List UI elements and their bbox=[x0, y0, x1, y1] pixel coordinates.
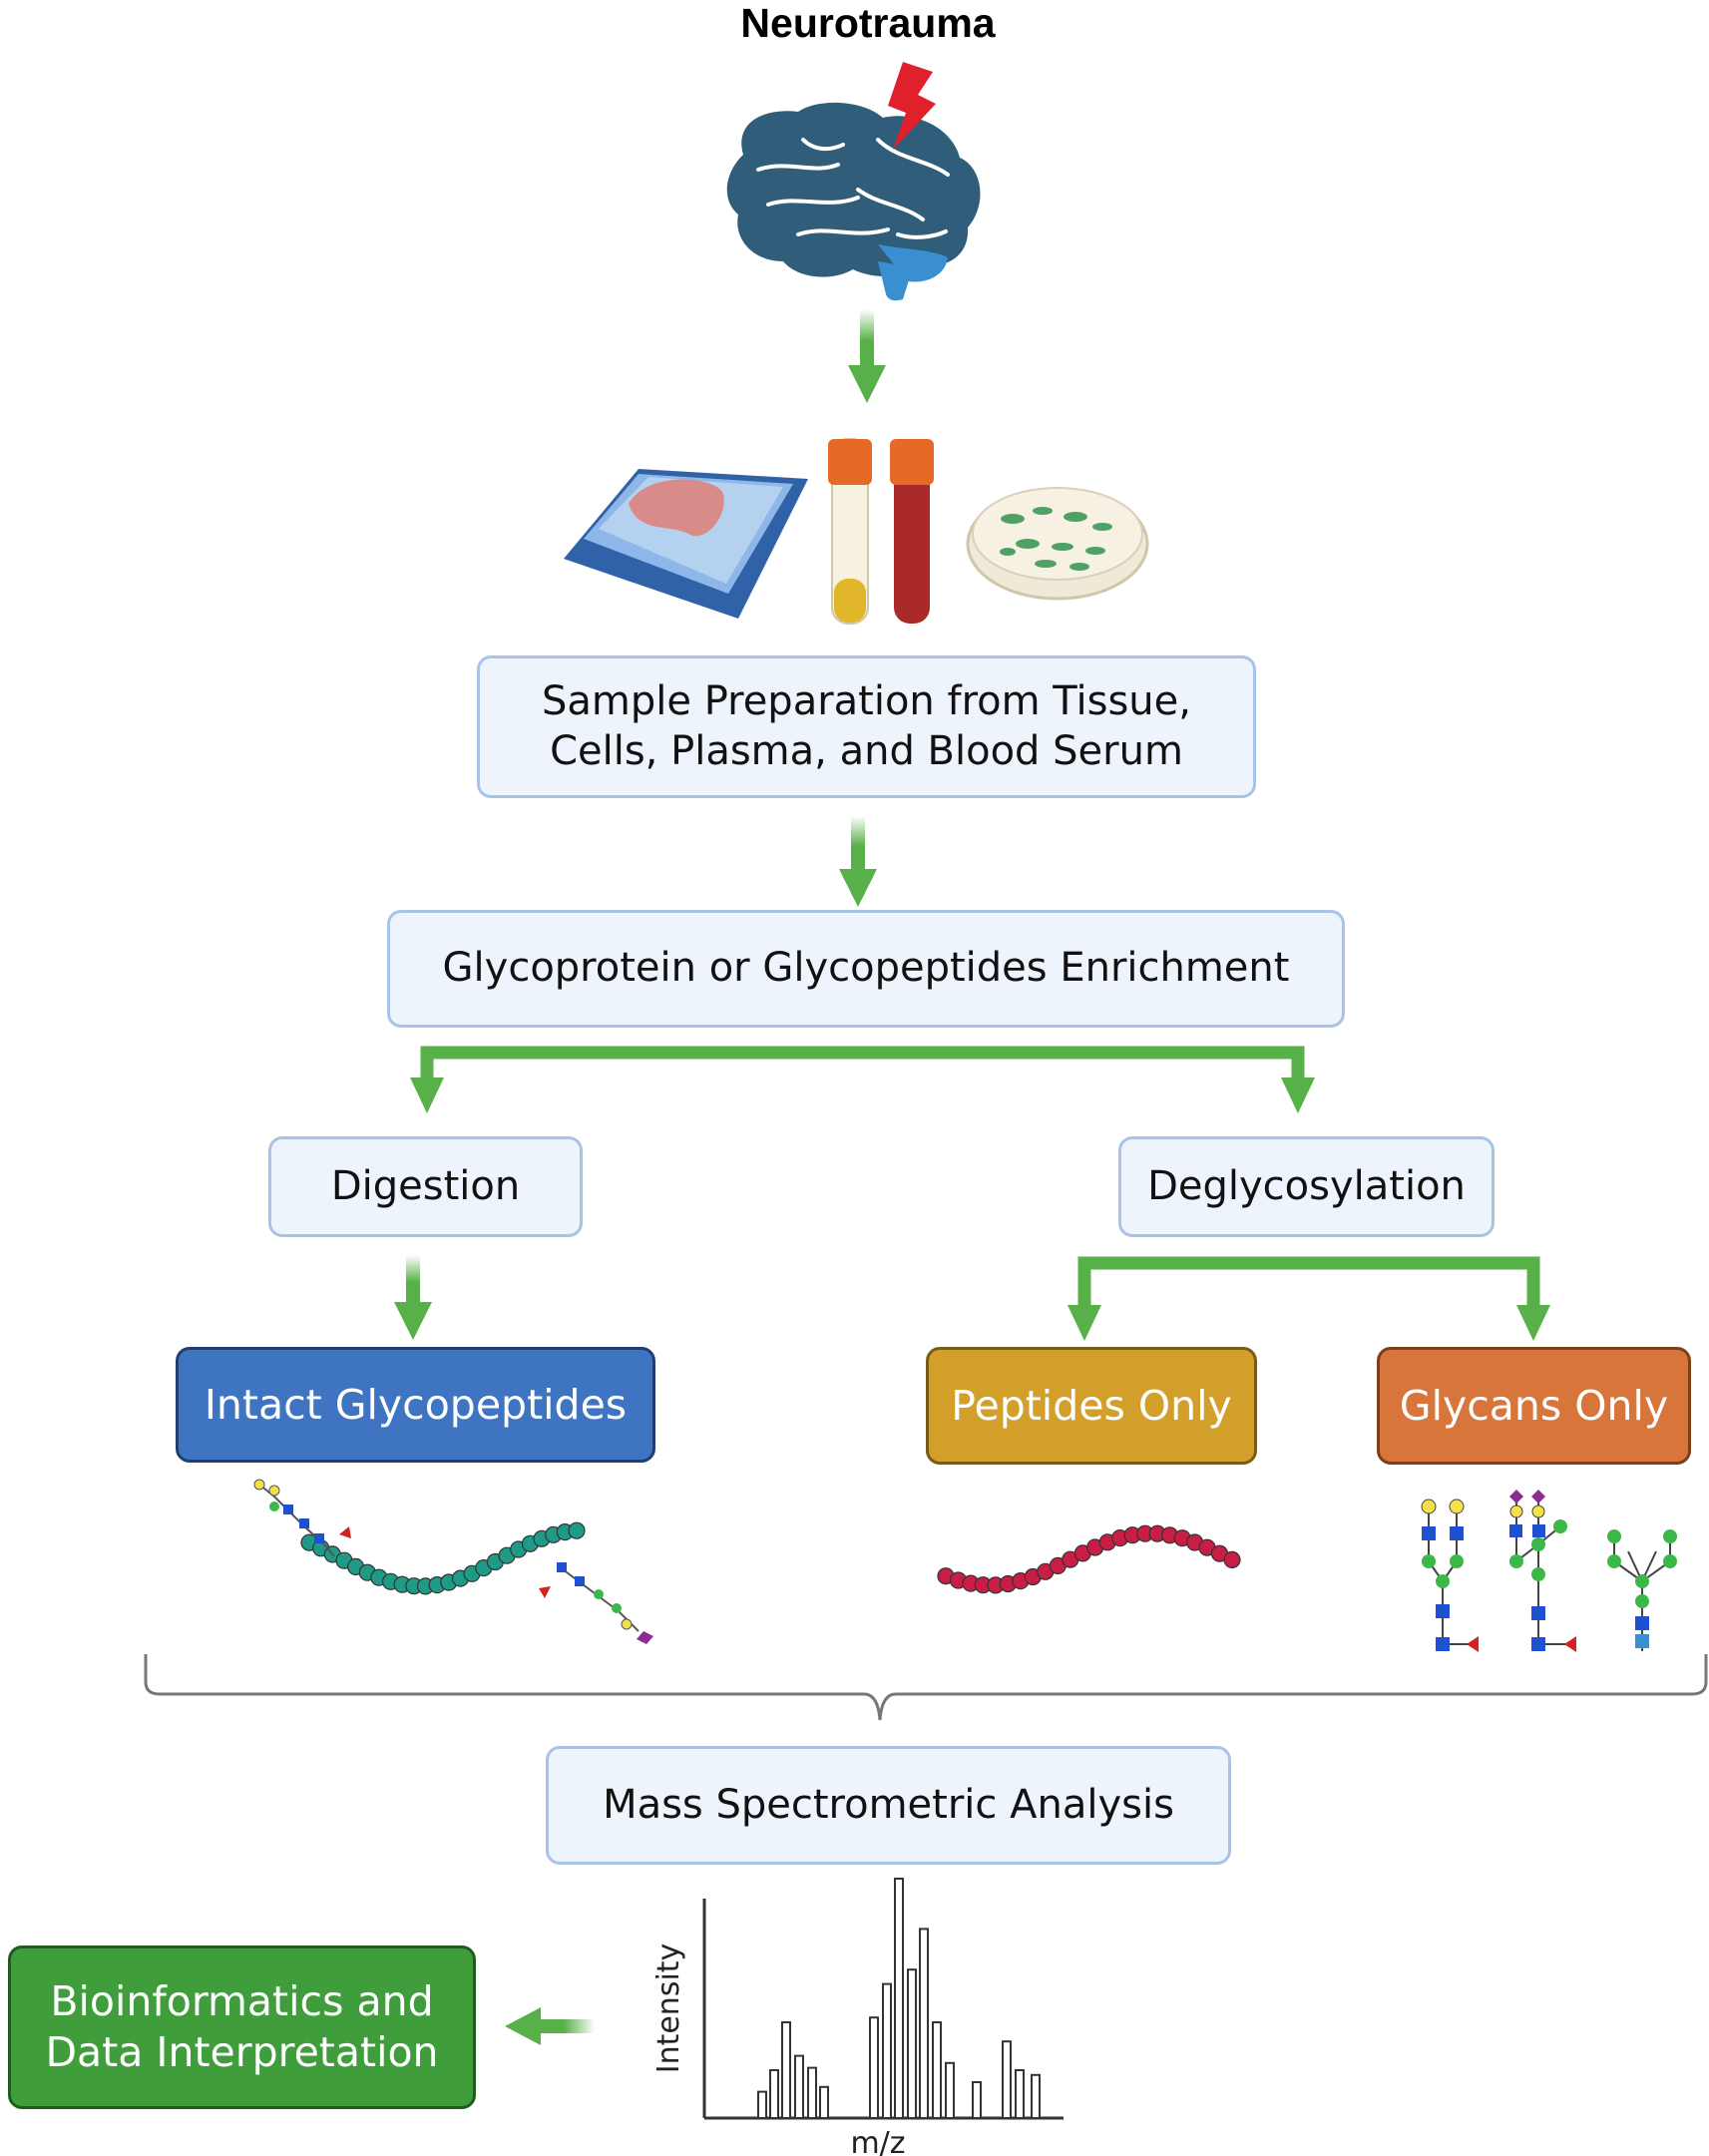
spectrum-peak bbox=[869, 2016, 879, 2119]
sample-preparation-label: Sample Preparation from Tissue, Cells, P… bbox=[542, 677, 1191, 774]
lightning-icon bbox=[888, 62, 936, 150]
spectrum-peak bbox=[819, 2085, 829, 2120]
sample-preparation-box: Sample Preparation from Tissue, Cells, P… bbox=[477, 655, 1256, 798]
spectrum-ylabel: Intensity bbox=[651, 1943, 686, 2074]
spectrum-peak bbox=[894, 1878, 904, 2119]
spectrum-peak bbox=[781, 2021, 791, 2119]
mass-spectrum: Intensity m/z bbox=[651, 1878, 1064, 2156]
glycan-structures-icon bbox=[1421, 1490, 1677, 1652]
digestion-box: Digestion bbox=[268, 1136, 583, 1237]
bioinformatics-box: Bioinformatics and Data Interpretation bbox=[8, 1945, 476, 2109]
grouping-brace bbox=[144, 1654, 1708, 1721]
diagram-title: Neurotrauma bbox=[740, 0, 996, 46]
arrow-prep-to-enrichment bbox=[839, 816, 877, 907]
deglycosylation-label: Deglycosylation bbox=[1147, 1162, 1466, 1209]
glycans-only-label: Glycans Only bbox=[1399, 1381, 1669, 1430]
amino-acid-bead bbox=[1223, 1550, 1241, 1569]
blood-tube-icon bbox=[890, 439, 934, 624]
spectrum-peak bbox=[769, 2069, 779, 2119]
peptides-only-label: Peptides Only bbox=[951, 1381, 1232, 1430]
peptide-chain-icon bbox=[937, 1524, 1241, 1594]
cell-culture-dish-icon bbox=[966, 487, 1149, 601]
bioinformatics-label: Bioinformatics and Data Interpretation bbox=[45, 1977, 439, 2076]
branch-connector-enrichment bbox=[410, 1046, 1315, 1113]
arrow-brain-to-samples bbox=[848, 309, 886, 403]
spectrum-peak bbox=[794, 2054, 804, 2120]
intact-glycopeptides-label: Intact Glycopeptides bbox=[204, 1380, 628, 1429]
spectrum-peak bbox=[807, 2066, 817, 2120]
enrichment-box: Glycoprotein or Glycopeptides Enrichment bbox=[387, 910, 1345, 1028]
spectrum-peak bbox=[907, 1968, 917, 2119]
arrow-digestion-to-intact bbox=[394, 1255, 432, 1340]
peptides-only-box: Peptides Only bbox=[926, 1347, 1257, 1465]
spectrum-peak bbox=[945, 2061, 955, 2120]
spectrum-xlabel: m/z bbox=[850, 2126, 905, 2156]
brain-icon bbox=[726, 102, 981, 301]
mass-spectrometry-box: Mass Spectrometric Analysis bbox=[546, 1746, 1231, 1865]
branch-connector-deglycosylation bbox=[1068, 1256, 1550, 1341]
spectrum-peak bbox=[919, 1928, 929, 2120]
spectrum-peak bbox=[757, 2090, 767, 2120]
spectrum-peak bbox=[1015, 2069, 1025, 2119]
intact-glycopeptides-box: Intact Glycopeptides bbox=[176, 1347, 655, 1463]
amino-acid-bead bbox=[568, 1521, 586, 1539]
spectrum-peak bbox=[1031, 2073, 1041, 2120]
spectrum-peak bbox=[1002, 2040, 1012, 2119]
deglycosylation-box: Deglycosylation bbox=[1118, 1136, 1495, 1237]
spectrum-peak bbox=[882, 1982, 892, 2119]
enrichment-label: Glycoprotein or Glycopeptides Enrichment bbox=[442, 945, 1290, 992]
glycans-only-box: Glycans Only bbox=[1377, 1347, 1691, 1465]
spectrum-peak bbox=[972, 2081, 982, 2119]
intact-glycopeptide-icon bbox=[253, 1479, 653, 1644]
arrow-spectrum-to-bioinformatics bbox=[505, 2007, 595, 2045]
digestion-label: Digestion bbox=[330, 1162, 521, 1209]
tissue-slide-icon bbox=[564, 469, 808, 619]
mass-spectrometry-label: Mass Spectrometric Analysis bbox=[603, 1781, 1174, 1828]
plasma-tube-icon bbox=[828, 438, 872, 625]
spectrum-peak bbox=[932, 2021, 942, 2119]
